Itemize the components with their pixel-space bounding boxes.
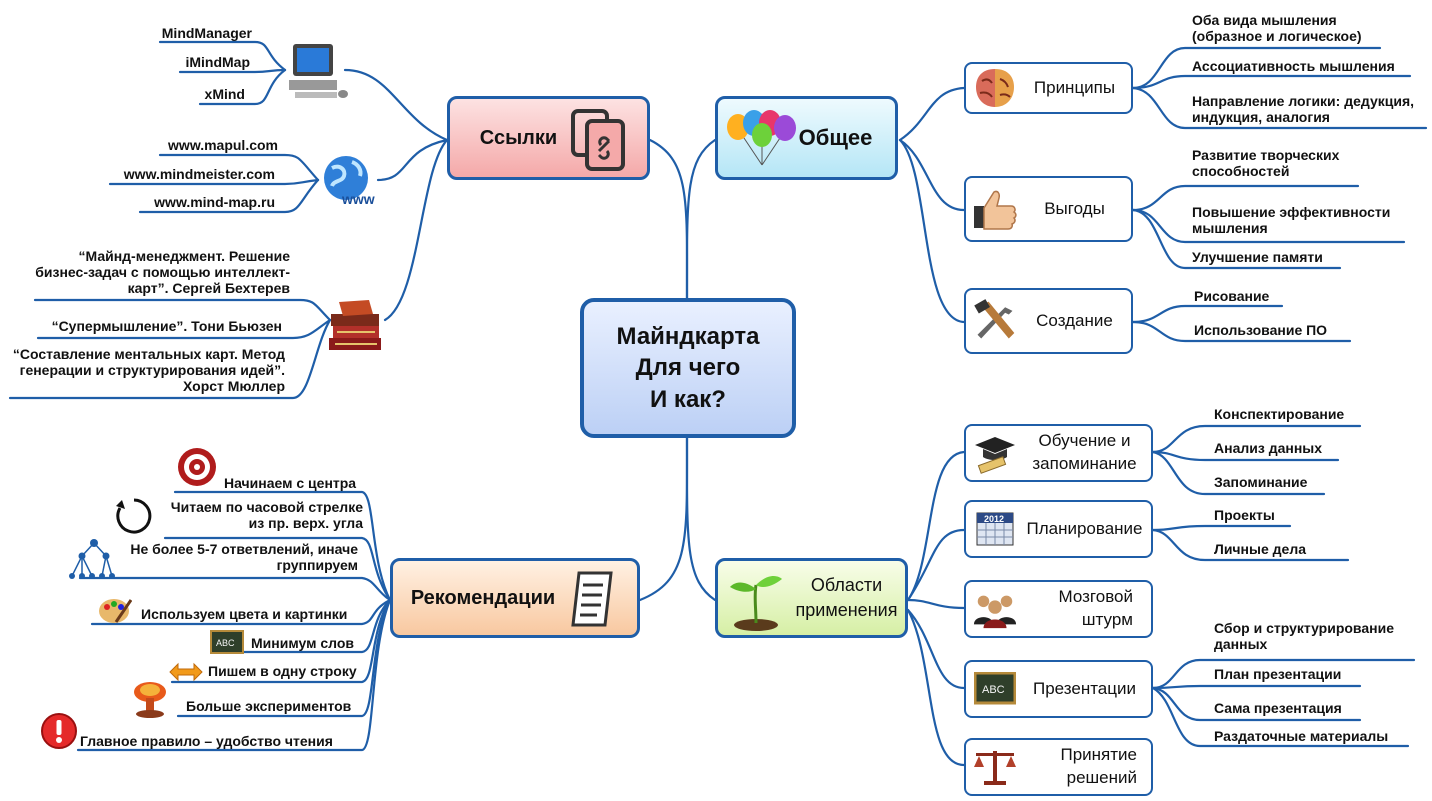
sub-benefits[interactable]: Выгоды: [964, 176, 1133, 242]
calendar-year: 2012: [984, 514, 1004, 524]
planning-2: Личные дела: [1214, 541, 1306, 557]
central-line-2: Для чего: [635, 354, 741, 382]
computer-icon: [285, 40, 351, 102]
sub-learning[interactable]: Обучение и запоминание: [964, 424, 1153, 482]
topic-links-label: Ссылки: [479, 126, 558, 149]
warning-icon: [40, 712, 78, 750]
sub-benefits-label: Выгоды: [1044, 198, 1105, 218]
hierarchy-icon: [66, 538, 122, 582]
hammer-saw-icon: [972, 298, 1018, 344]
rec-4: Используем цвета и картинки: [141, 606, 348, 622]
people-group-icon: [972, 586, 1018, 632]
central-topic[interactable]: Майндкарта Для чего И как?: [580, 298, 796, 438]
sub-creation[interactable]: Создание: [964, 288, 1133, 354]
benefit-3: Улучшение памяти: [1192, 249, 1323, 265]
planning-1: Проекты: [1214, 507, 1275, 523]
creation-2: Использование ПО: [1194, 322, 1328, 338]
thumbs-up-icon: [972, 186, 1018, 232]
sub-creation-label: Создание: [1036, 310, 1113, 330]
checklist-icon: [567, 569, 623, 634]
brain-icon: [972, 65, 1018, 111]
rec-2: Читаем по часовой стрелке из пр. верх. у…: [170, 499, 363, 532]
documents-link-icon: [563, 107, 635, 178]
link-website-3[interactable]: www.mind-map.ru: [154, 194, 275, 210]
sub-learning-label: Обучение и запоминание: [1032, 431, 1137, 473]
central-topic-text: Майндкарта Для чего И как?: [617, 321, 760, 415]
topic-general[interactable]: Общее: [715, 96, 898, 180]
principle-3: Направление логики: дедукция, индукция, …: [1192, 93, 1415, 126]
link-software-3: xMind: [204, 86, 245, 102]
globe-www-icon: www: [318, 152, 380, 208]
principle-1: Оба вида мышления (образное и логическое…: [1192, 12, 1362, 45]
sub-planning-label: Планирование: [1026, 518, 1143, 538]
rec-5: Минимум слов: [251, 635, 355, 651]
circular-arrow-icon: [114, 496, 154, 536]
svg-text:www: www: [341, 191, 375, 207]
sprout-icon: [726, 567, 786, 638]
presentation-4: Раздаточные материалы: [1214, 728, 1389, 744]
palette-icon: [98, 596, 132, 626]
creation-1: Рисование: [1194, 288, 1270, 304]
topic-applications[interactable]: Области применения: [715, 558, 908, 638]
double-arrow-icon: [168, 662, 204, 682]
link-software-2: iMindMap: [185, 54, 250, 70]
balloons-icon: [724, 105, 800, 176]
benefit-1: Развитие творческих способностей: [1192, 147, 1340, 180]
sub-principles[interactable]: Принципы: [964, 62, 1133, 114]
sub-planning[interactable]: 2012 Планирование: [964, 500, 1153, 558]
topic-recommendations[interactable]: Рекомендации: [390, 558, 640, 638]
central-line-1: Майндкарта: [616, 323, 760, 351]
abc-board-icon: ABC: [210, 630, 244, 654]
sub-presentations-label: Презентации: [1033, 678, 1136, 698]
abc-board-text: ABC: [216, 638, 235, 648]
graduation-cap-icon: [972, 430, 1018, 476]
sub-principles-label: Принципы: [1033, 77, 1116, 97]
explosion-icon: [130, 680, 170, 720]
link-website-1[interactable]: www.mapul.com: [168, 137, 278, 153]
central-line-3: И как?: [650, 385, 726, 413]
sub-decisions-label: Принятие решений: [1060, 745, 1138, 787]
chalkboard-text: ABC: [982, 684, 1005, 696]
presentation-1: Сбор и структурирование данных: [1214, 620, 1394, 653]
learning-1: Конспектирование: [1214, 406, 1345, 422]
sub-brainstorm[interactable]: Мозговой штурм: [964, 580, 1153, 638]
sub-brainstorm-label: Мозговой штурм: [1058, 587, 1133, 629]
presentation-3: Сама презентация: [1214, 700, 1342, 716]
rec-8: Главное правило – удобство чтения: [80, 733, 333, 749]
rec-3: Не более 5-7 ответвлений, иначе группиру…: [130, 541, 358, 574]
chalkboard-icon: ABC: [972, 666, 1018, 712]
link-book-3: “Составление ментальных карт. Метод гене…: [12, 346, 285, 395]
link-book-2: “Супермышление”. Тони Бьюзен: [51, 318, 282, 334]
rec-1: Начинаем с центра: [224, 475, 357, 491]
topic-general-label: Общее: [798, 125, 873, 150]
presentation-2: План презентации: [1214, 666, 1342, 682]
books-icon: [325, 298, 385, 356]
sub-presentations[interactable]: ABC Презентации: [964, 660, 1153, 718]
benefit-2: Повышение эффективности мышления: [1192, 204, 1391, 237]
rec-7: Больше экспериментов: [186, 698, 352, 714]
calendar-icon: 2012: [972, 506, 1018, 552]
sub-decisions[interactable]: Принятие решений: [964, 738, 1153, 796]
link-software-1: MindManager: [161, 25, 252, 41]
topic-links[interactable]: Ссылки: [447, 96, 650, 180]
link-website-2[interactable]: www.mindmeister.com: [123, 166, 275, 182]
topic-recommendations-label: Рекомендации: [410, 586, 556, 609]
scales-icon: [972, 744, 1018, 790]
learning-2: Анализ данных: [1214, 440, 1323, 456]
rec-6: Пишем в одну строку: [208, 663, 357, 679]
target-icon: [176, 446, 218, 488]
principle-2: Ассоциативность мышления: [1192, 58, 1395, 74]
link-book-1: “Майнд-менеджмент. Решение бизнес-задач …: [35, 248, 290, 297]
topic-applications-label: Области применения: [795, 574, 898, 620]
learning-3: Запоминание: [1214, 474, 1308, 490]
